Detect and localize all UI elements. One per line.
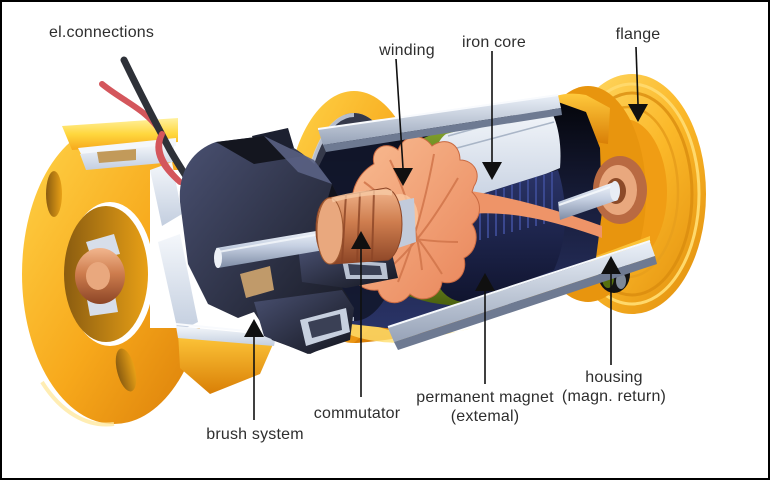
flange-pointer-line <box>635 46 639 105</box>
brush-contact <box>240 266 274 298</box>
label-permanent-magnet-line1: permanent magnet <box>416 389 554 406</box>
label-housing-line1: housing <box>585 369 643 386</box>
housing-cut-edge-top <box>317 94 562 152</box>
housing-arrowhead <box>601 256 621 274</box>
shaft-right <box>558 181 620 220</box>
brush-system-arrowhead <box>244 319 264 337</box>
flange-arrowhead <box>628 104 648 122</box>
black-wire <box>120 56 193 185</box>
connection-wires <box>99 56 193 185</box>
label-permanent-magnet-line2: (extemal) <box>450 408 520 425</box>
housing-cut-edge-bottom <box>387 240 657 350</box>
callout-arrows <box>244 46 648 420</box>
end-cap-screw-hole <box>46 171 62 217</box>
label-permanent-magnet: permanent magnet (extemal) <box>416 388 554 426</box>
commutator-arrowhead <box>351 231 371 249</box>
label-flange: flange <box>615 26 661 43</box>
label-commutator: commutator <box>313 405 401 422</box>
winding-pointer-line <box>395 58 404 169</box>
label-el-connections: el.connections <box>49 24 155 41</box>
label-housing: housing (magn. return) <box>562 368 666 406</box>
winding-band <box>444 188 602 238</box>
permanent-magnet-arrowhead <box>475 273 495 291</box>
label-winding: winding <box>379 42 435 59</box>
end-cap-bearing <box>75 234 125 316</box>
iron-core-arrowhead <box>482 162 502 180</box>
label-brush-system: brush system <box>206 426 304 443</box>
commutator-part <box>315 187 416 265</box>
label-housing-line2: (magn. return) <box>561 388 667 405</box>
winding-arrowhead <box>393 168 413 186</box>
shaft-left <box>214 228 336 268</box>
label-iron-core: iron core <box>461 34 527 51</box>
end-cap-screw-hole <box>115 348 137 392</box>
